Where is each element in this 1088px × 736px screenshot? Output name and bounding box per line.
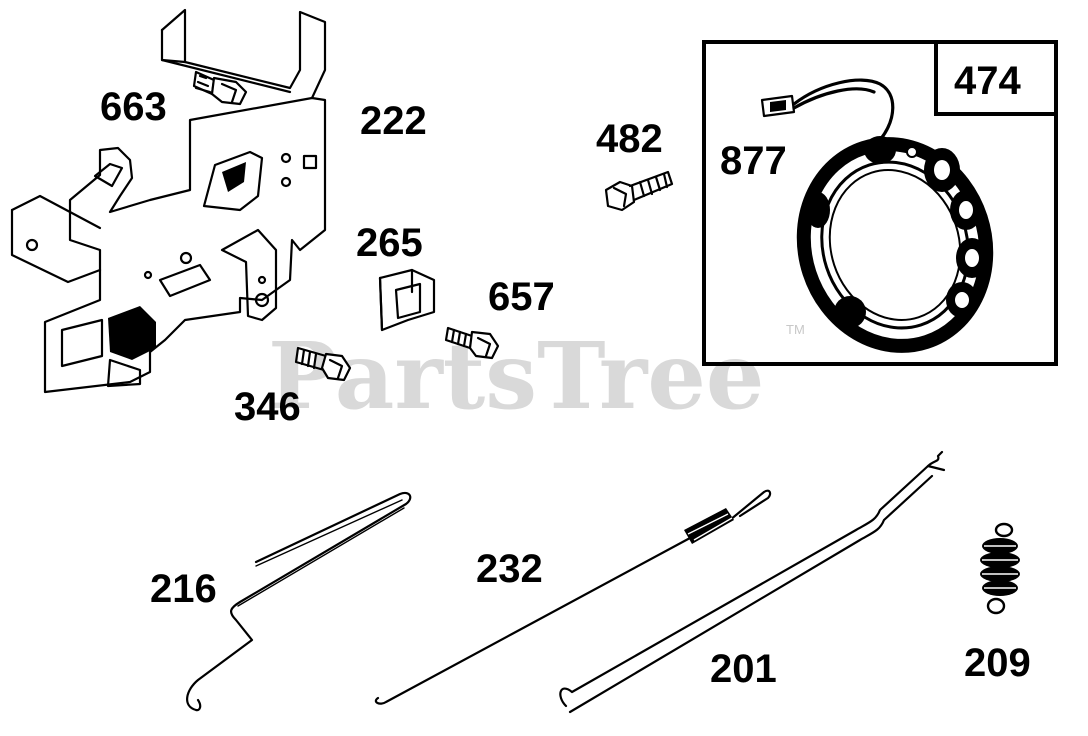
callout-232[interactable]: 232 xyxy=(476,547,543,591)
part-265-clip[interactable] xyxy=(378,268,436,332)
part-663-screw[interactable] xyxy=(192,70,248,106)
callout-346[interactable]: 346 xyxy=(234,385,301,429)
part-482-bolt[interactable] xyxy=(604,170,674,212)
callout-877[interactable]: 877 xyxy=(720,139,787,183)
callout-265[interactable]: 265 xyxy=(356,221,423,265)
part-877-stator[interactable] xyxy=(760,78,1012,370)
callout-482[interactable]: 482 xyxy=(596,117,663,161)
watermark-text: PartsTree xyxy=(268,322,764,430)
callout-209[interactable]: 209 xyxy=(964,641,1031,685)
watermark-trademark: TM xyxy=(786,322,805,337)
callout-657[interactable]: 657 xyxy=(488,275,555,319)
part-657-screw[interactable] xyxy=(444,326,500,360)
part-201-rod[interactable] xyxy=(559,450,946,714)
part-209-spring[interactable] xyxy=(980,522,1020,615)
callout-663[interactable]: 663 xyxy=(100,85,167,129)
callout-474[interactable]: 474 xyxy=(954,59,1021,103)
callout-216[interactable]: 216 xyxy=(150,567,217,611)
callout-222[interactable]: 222 xyxy=(360,99,427,143)
part-216-rod[interactable] xyxy=(186,491,412,712)
part-222-control-bracket[interactable] xyxy=(10,8,327,394)
part-346-screw[interactable] xyxy=(294,346,352,382)
part-232-spring-link[interactable] xyxy=(374,489,772,705)
callout-201[interactable]: 201 xyxy=(710,647,777,691)
part-474-box xyxy=(702,40,1058,366)
